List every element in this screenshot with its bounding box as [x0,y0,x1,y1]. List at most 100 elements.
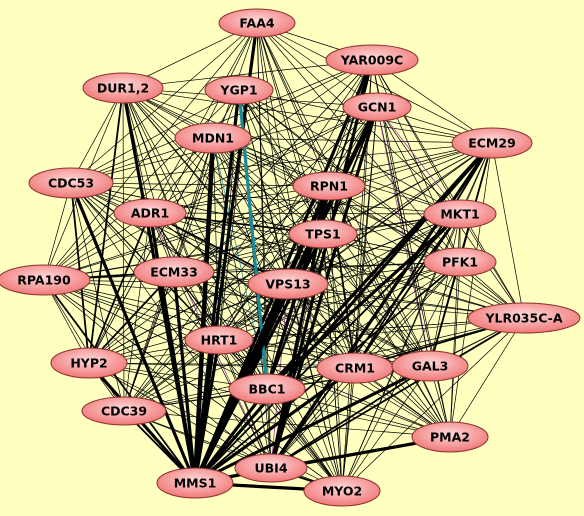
edge-yar009c-adr1 [149,59,373,214]
node-shape [411,421,489,453]
edge-mms1-hrt1 [193,338,221,485]
node-shape [204,75,274,105]
node-gcn1[interactable]: GCN1 [342,92,412,122]
node-cdc39[interactable]: CDC39 [81,396,167,426]
node-ecm29[interactable]: ECM29 [451,127,533,159]
node-crm1[interactable]: CRM1 [316,352,394,384]
node-mdn1[interactable]: MDN1 [174,122,252,154]
edge-pfk1-crm1 [354,261,461,369]
edge-vps13-faa4 [256,22,289,285]
node-label: HYP2 [70,356,107,371]
edge-tps1-ylr035ca [322,233,525,319]
node-label: UBI4 [254,461,287,476]
node-shape [292,171,366,201]
node-pma2[interactable]: PMA2 [411,421,489,453]
edge-gcn1-hyp2 [88,106,378,364]
node-dur12[interactable]: DUR1,2 [82,72,164,104]
node-label: MYO2 [322,484,362,499]
node-label: BBC1 [249,382,286,397]
node-shape [288,219,358,249]
node-mkt1[interactable]: MKT1 [423,199,497,229]
edge-cdc53-rpa190 [43,182,72,281]
node-mms1[interactable]: MMS1 [156,467,234,499]
edge-mms1-mdn1 [192,135,216,486]
edge-bbc1-myo2 [266,388,343,492]
node-label: PFK1 [442,255,478,270]
node-gal3[interactable]: GAL3 [391,350,469,382]
node-shape [423,199,497,229]
node-label: CDC39 [101,404,147,419]
node-label: ADR1 [131,206,169,221]
edge-crm1-ecm29 [354,142,493,369]
node-ecm33[interactable]: ECM33 [133,256,215,288]
node-shape [133,256,215,288]
edge-hyp2-dur12 [88,87,124,364]
node-shape [228,373,306,405]
edge-mms1-crm1 [193,366,357,485]
edge-pma2-pfk1 [449,261,461,438]
node-hrt1[interactable]: HRT1 [184,325,254,355]
node-ubi4[interactable]: UBI4 [234,453,308,483]
node-shape [391,350,469,382]
edge-mms1-pma2 [193,435,452,485]
node-ylr035ca[interactable]: YLR035C-A [467,302,581,334]
node-hyp2[interactable]: HYP2 [50,347,128,379]
edge-faa4-rpn1 [256,22,330,187]
node-adr1[interactable]: ADR1 [113,198,187,228]
node-shape [156,467,234,499]
node-shape [451,127,533,159]
edge-ecm33-ubi4 [173,271,272,469]
node-shape [303,475,381,507]
node-label: YLR035C-A [484,311,562,326]
edge-dur12-mkt1 [122,87,461,215]
node-shape [218,8,296,38]
edge-mkt1-vps13 [287,213,461,285]
node-shape [174,122,252,154]
node-cdc53[interactable]: CDC53 [28,167,114,199]
edge-myo2-ylr035ca [341,317,525,492]
edge-faa4-rpa190 [43,22,258,281]
edge-myo2-dur12 [122,87,343,492]
edge-crm1-myo2 [341,367,356,492]
edge-gcn1-pfk1 [376,106,461,263]
edge-faa4-ecm29 [256,22,493,144]
edge-adr1-ylr035ca [149,212,525,319]
edge-ecm29-tps1 [322,142,493,235]
edge-gcn1-adr1 [149,106,378,214]
edge-ubi4-ylr035ca [270,317,525,469]
node-myo2[interactable]: MYO2 [303,475,381,507]
edge-mms1-rpa190 [43,279,196,484]
edge-bbc1-mkt1 [265,212,462,391]
node-label: PMA2 [430,430,470,445]
node-shape [247,268,329,300]
node-rpa190[interactable]: RPA190 [0,264,91,296]
node-yar009c[interactable]: YAR009C [325,44,419,76]
node-ygp1[interactable]: YGP1 [204,75,274,105]
node-label: TPS1 [305,227,340,242]
edge-tps1-cdc39 [123,233,324,412]
edge-dur12-cdc53 [70,87,124,184]
node-shape [467,302,581,334]
edge-myo2-faa4 [256,22,343,492]
node-shape [184,325,254,355]
edge-vps13-ygp1 [238,89,289,285]
node-label: RPA190 [17,273,71,288]
node-bbc1[interactable]: BBC1 [228,373,306,405]
node-label: VPS13 [265,277,310,292]
edge-dur12-tps1 [122,87,324,235]
edge-mms1-gal3 [193,364,432,485]
edge-yar009c-mkt1 [371,59,461,215]
node-pfk1[interactable]: PFK1 [423,247,497,277]
node-faa4[interactable]: FAA4 [218,8,296,38]
node-label: ECM33 [150,265,198,280]
edge-myo2-gal3 [341,365,431,492]
edge-dur12-crm1 [122,87,356,369]
node-label: YAR009C [340,53,403,68]
node-vps13[interactable]: VPS13 [247,268,329,300]
node-label: YGP1 [219,83,257,98]
node-tps1[interactable]: TPS1 [288,219,358,249]
edge-ubi4-gal3 [270,365,431,469]
node-rpn1[interactable]: RPN1 [292,171,366,201]
node-label: ECM29 [468,136,516,151]
